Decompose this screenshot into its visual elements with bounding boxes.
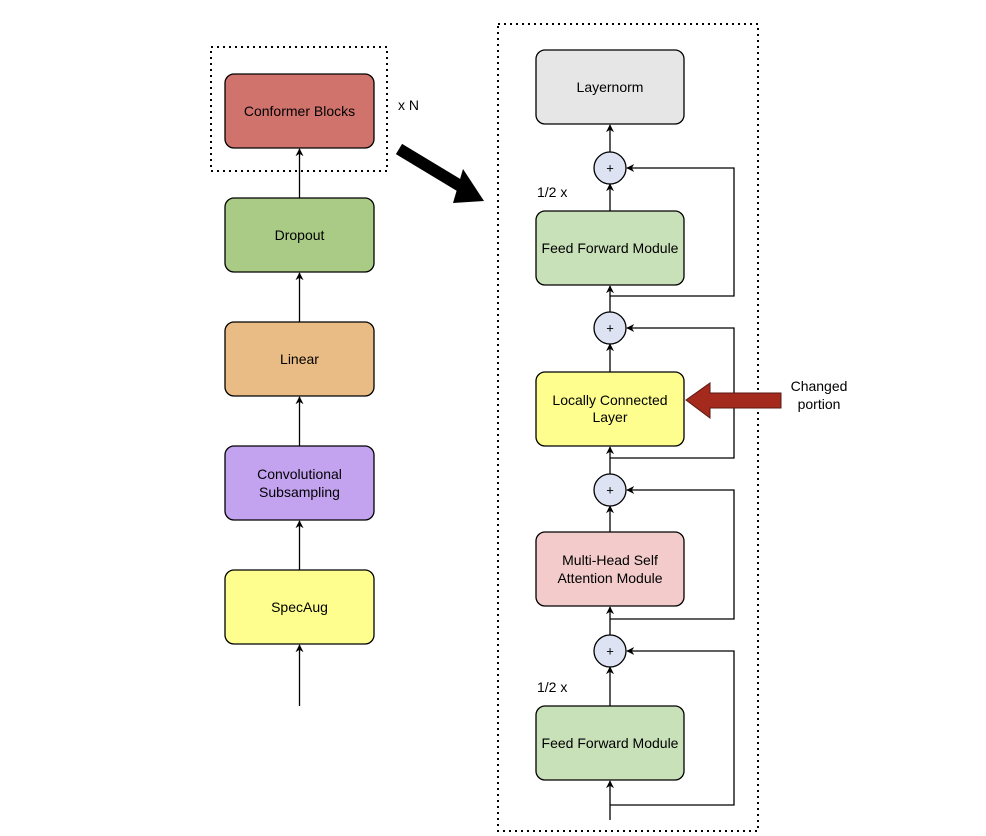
convolutional-subsampling-box: Convolutional Subsampling bbox=[224, 445, 375, 521]
left-stack: Conformer Blocks x N Dropout Linear Conv… bbox=[210, 46, 419, 706]
linear-label: Linear bbox=[280, 351, 319, 367]
feed-forward-module-bottom: Feed Forward Module bbox=[535, 705, 685, 781]
lcl-label-line2: Layer bbox=[592, 409, 627, 425]
adder-symbol: + bbox=[606, 483, 614, 498]
lcl-label-line1: Locally Connected bbox=[552, 392, 667, 408]
feed-forward-module-top: Feed Forward Module bbox=[535, 210, 685, 286]
adder-symbol: + bbox=[606, 321, 614, 336]
multi-head-self-attention-box: Multi-Head Self Attention Module bbox=[535, 531, 685, 607]
adder-3: + bbox=[593, 311, 627, 345]
adder-1: + bbox=[593, 634, 627, 668]
conformer-blocks-box: Conformer Blocks bbox=[224, 73, 375, 149]
changed-portion-arrow bbox=[685, 382, 782, 419]
ffm-bottom-label: Feed Forward Module bbox=[542, 735, 679, 751]
adder-2: + bbox=[593, 473, 627, 507]
residual-path-2 bbox=[610, 486, 735, 620]
residual-path-1 bbox=[610, 647, 735, 806]
repeat-label: x N bbox=[398, 97, 419, 113]
ffm-bottom-scale-label: 1/2 x bbox=[537, 679, 567, 695]
ffm-top-scale-label: 1/2 x bbox=[537, 184, 567, 200]
dropout-label: Dropout bbox=[275, 227, 325, 243]
adder-symbol: + bbox=[606, 644, 614, 659]
changed-portion-label-line1: Changed bbox=[791, 378, 848, 394]
dropout-box: Dropout bbox=[224, 197, 375, 273]
specaug-box: SpecAug bbox=[224, 569, 375, 645]
mhsa-label-line1: Multi-Head Self bbox=[562, 552, 658, 568]
layernorm-box: Layernorm bbox=[535, 49, 685, 125]
subsampling-label-line2: Subsampling bbox=[259, 484, 340, 500]
specaug-label: SpecAug bbox=[271, 599, 328, 615]
conformer-blocks-label: Conformer Blocks bbox=[244, 103, 355, 119]
conformer-block-detail: Layernorm Feed Forward Module 1/2 x Loca… bbox=[497, 23, 759, 832]
layernorm-label: Layernorm bbox=[577, 79, 644, 95]
subsampling-label-line1: Convolutional bbox=[257, 466, 342, 482]
adder-symbol: + bbox=[606, 161, 614, 176]
changed-portion-label-line2: portion bbox=[798, 396, 841, 412]
expand-arrow bbox=[395, 143, 484, 203]
locally-connected-layer-box: Locally Connected Layer bbox=[535, 371, 685, 447]
adder-4: + bbox=[593, 151, 627, 185]
ffm-top-label: Feed Forward Module bbox=[542, 240, 679, 256]
changed-portion-annotation: Changed portion bbox=[685, 378, 848, 419]
linear-box: Linear bbox=[224, 321, 375, 397]
residual-path-4 bbox=[610, 164, 735, 297]
mhsa-label-line2: Attention Module bbox=[557, 570, 662, 586]
